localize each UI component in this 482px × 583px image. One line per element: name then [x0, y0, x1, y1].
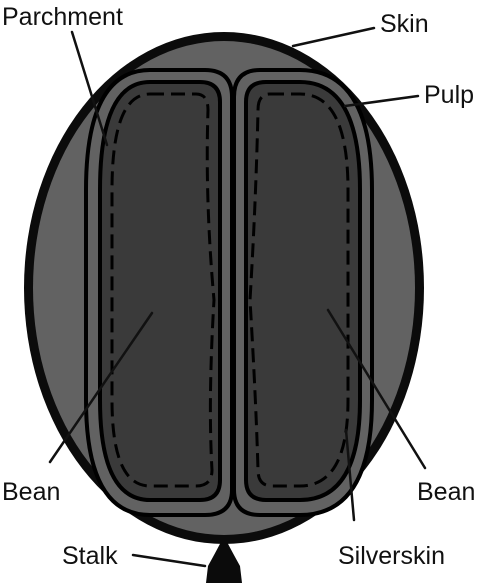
skin-leader [293, 28, 374, 46]
bean-left-label: Bean [2, 478, 60, 506]
bean-left [100, 82, 220, 500]
stalk-leader [133, 555, 205, 566]
parchment-label: Parchment [2, 3, 123, 31]
bean-right-label: Bean [417, 478, 475, 506]
bean-right [246, 82, 360, 500]
silverskin-label: Silverskin [338, 542, 445, 570]
stalk-label: Stalk [62, 542, 118, 570]
skin-label: Skin [380, 10, 429, 38]
pulp-label: Pulp [424, 81, 474, 109]
